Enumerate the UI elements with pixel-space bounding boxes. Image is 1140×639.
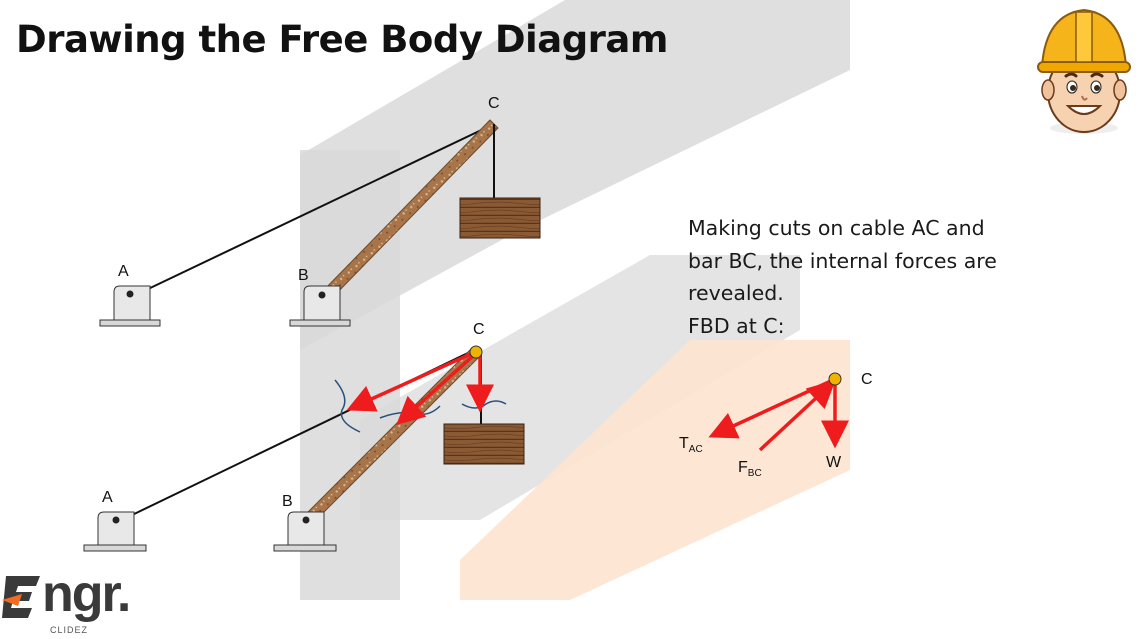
cut-mark-rope (461, 400, 507, 409)
pin-c-fbd (828, 372, 842, 386)
label-fbc: FBC (738, 459, 762, 479)
explanation-line-3: revealed. (688, 281, 784, 305)
engr-logo-icon (2, 576, 40, 618)
top-structure-diagram: A B C (99, 95, 541, 327)
explanation-line-2: bar BC, the internal forces are (688, 248, 997, 273)
cut-mark-cable (334, 379, 361, 433)
label-a-top: A (118, 263, 129, 280)
crate-top (459, 197, 541, 239)
force-arrow-tac (708, 378, 834, 439)
explanation-text: Making cuts on cable AC and bar BC, the … (688, 212, 1068, 342)
label-w: W (826, 454, 842, 471)
support-a-bottom (83, 511, 147, 552)
bottom-structure-diagram: A B C (83, 321, 525, 552)
force-arrow-ac-bottom (346, 350, 476, 412)
explanation-line-4: FBD at C: (688, 313, 785, 338)
engr-logo: ngr. CLIDEZ (2, 565, 152, 638)
label-b-top: B (298, 267, 309, 284)
free-body-diagram: C TAC FBC W (679, 371, 873, 479)
slide-title: Drawing the Free Body Diagram (16, 18, 668, 61)
brand-subtitle: CLIDEZ (50, 625, 89, 635)
label-c-top: C (488, 95, 500, 112)
force-arrow-bc-bottom (396, 352, 477, 426)
engineer-mascot-icon (1037, 8, 1131, 134)
support-a-top (99, 285, 161, 327)
label-c-bottom: C (473, 321, 485, 338)
support-b-bottom (273, 511, 337, 552)
crate-bottom (443, 423, 525, 465)
cable-ac-top (145, 123, 495, 291)
brand-name: ngr. (42, 565, 131, 623)
force-arrow-fbc (758, 379, 836, 452)
support-b-top (289, 285, 351, 327)
label-c-fbd: C (861, 371, 873, 388)
label-b-bottom: B (282, 493, 293, 510)
explanation-line-1: Making cuts on cable AC and (688, 216, 985, 240)
label-tac: TAC (679, 435, 703, 455)
label-a-bottom: A (102, 489, 113, 506)
pin-c-bottom (469, 345, 483, 359)
